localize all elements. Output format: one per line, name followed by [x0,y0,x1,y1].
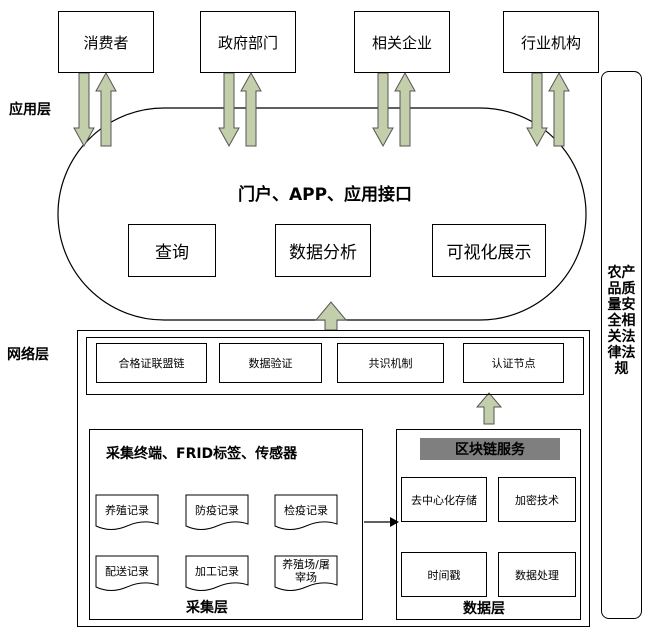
service-timestamp: 时间戳 [401,552,487,597]
consumer-arrows [73,71,117,148]
function-query: 查询 [128,224,216,277]
network-nodes-container [86,337,584,395]
record-shape-3 [274,494,338,530]
service-encryption: 加密技术 [498,477,576,522]
enterprise-arrows [372,71,416,148]
record-processing: 加工记录 [195,565,239,578]
node-data-verification: 数据验证 [219,343,322,383]
node-certification: 认证节点 [463,343,564,383]
record-shape-1 [95,494,159,530]
application-oval [57,107,587,321]
record-breeding: 养殖记录 [105,504,149,517]
stakeholder-government: 政府部门 [200,11,296,73]
network-to-app-arrow [314,301,348,331]
record-quarantine: 检疫记录 [284,504,328,517]
data-layer-label: 数据层 [463,601,505,617]
stakeholder-enterprise: 相关企业 [354,11,450,73]
function-visualization: 可视化展示 [432,224,546,277]
law-text: 农产品质量安全相关法律法规 [607,265,636,377]
blockchain-to-network-arrow [475,392,503,425]
function-data-analysis: 数据分析 [275,224,371,277]
collection-terminal-box [89,429,363,620]
record-farm-slaughterhouse: 养殖场/屠宰场 [282,558,330,584]
node-consensus: 共识机制 [337,343,444,383]
record-shape-6 [274,555,338,591]
portal-title: 门户、APP、应用接口 [237,185,413,205]
stakeholder-consumer: 消费者 [58,11,154,73]
blockchain-box [396,429,581,620]
node-certificate-chain: 合格证联盟链 [96,343,207,383]
network-layer-frame [77,330,590,627]
network-layer-label: 网络层 [7,347,49,363]
record-shape-4 [95,555,159,591]
service-data-processing: 数据处理 [498,552,576,597]
record-distribution: 配送记录 [105,565,149,578]
record-epidemic-prevention: 防疫记录 [195,504,239,517]
record-shape-2 [185,494,249,530]
law-box [601,71,642,619]
collection-to-blockchain-head [390,517,399,527]
stakeholder-industry: 行业机构 [503,11,599,73]
industry-arrows [526,71,570,148]
blockchain-title: 区块链服务 [420,438,560,460]
collection-title: 采集终端、FRID标签、传感器 [106,446,298,462]
collection-layer-label: 采集层 [186,600,228,616]
service-decentralized-storage: 去中心化存储 [401,477,487,522]
government-arrows [218,71,262,148]
record-shape-5 [185,555,249,591]
application-layer-label: 应用层 [9,102,51,118]
